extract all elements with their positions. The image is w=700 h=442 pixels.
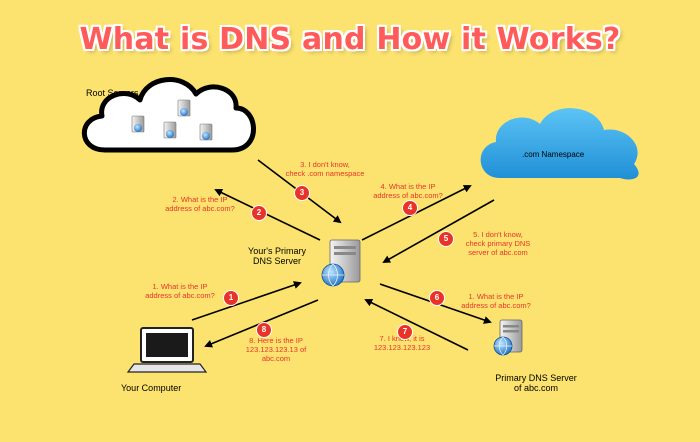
- your-computer-label: Your Computer: [121, 383, 182, 393]
- step-8-line1: 8. Here is the IP: [249, 336, 303, 345]
- root-servers-label: Root Servers: [86, 88, 139, 98]
- step-3-line2: check .com namespace: [285, 169, 365, 178]
- step-7-badge: 7: [397, 324, 413, 340]
- step-8-label: 8. Here is the IP 123.123.123.13 of abc.…: [226, 336, 326, 363]
- arrow-step-5: [382, 199, 495, 263]
- step-2-badge: 2: [251, 205, 267, 221]
- step-4-label: 4. What is the IP address of abc.com?: [358, 182, 458, 200]
- step-3-badge: 3: [294, 185, 310, 201]
- step-6-line2: address of abc.com?: [461, 301, 531, 310]
- step-4-badge: 4: [402, 200, 418, 216]
- arrow-step-1: [191, 281, 302, 321]
- step-5-badge: 5: [438, 231, 454, 247]
- step-6-line1: 1. What is the IP: [468, 292, 524, 301]
- step-2-line2: address of abc.com?: [165, 204, 235, 213]
- laptop-icon: [126, 327, 208, 373]
- step-2-line1: 2. What is the IP: [172, 195, 228, 204]
- step-1-badge: 1: [223, 290, 239, 306]
- com-namespace-label: .com Namespace: [522, 150, 585, 159]
- step-3-label: 3. I don't know, check .com namespace: [270, 160, 380, 178]
- primary-dns-label-line2: DNS Server: [252, 256, 301, 266]
- step-4-line2: address of abc.com?: [373, 191, 443, 200]
- root-server-icon-4: [199, 123, 213, 141]
- step-1-label: 1. What is the IP address of abc.com?: [130, 282, 230, 300]
- step-5-line2: check primary DNS: [465, 239, 531, 248]
- step-1-line2: address of abc.com?: [145, 291, 215, 300]
- abc-dns-server-icon: [493, 319, 523, 356]
- step-6-label: 1. What is the IP address of abc.com?: [446, 292, 546, 310]
- step-5-label: 5. I don't know, check primary DNS serve…: [448, 230, 548, 257]
- arrow-step-7: [364, 299, 469, 351]
- abc-dns-label: Primary DNS Server of abc.com: [476, 373, 596, 393]
- step-5-line1: 5. I don't know,: [473, 230, 523, 239]
- step-3-line1: 3. I don't know,: [300, 160, 350, 169]
- primary-dns-label-line1: Your's Primary: [248, 246, 306, 256]
- abc-dns-label-line1: Primary DNS Server: [495, 373, 577, 383]
- step-6-badge: 6: [429, 290, 445, 306]
- root-server-icon-1: [177, 99, 191, 117]
- page-title: What is DNS and How it Works?: [79, 22, 621, 57]
- abc-dns-label-line2: of abc.com: [513, 383, 559, 393]
- root-server-icon-2: [131, 115, 145, 133]
- root-server-icon-3: [163, 121, 177, 139]
- step-8-line2: 123.123.123.13 of: [245, 345, 307, 354]
- arrow-step-2: [214, 188, 321, 241]
- step-8-line3: abc.com: [261, 354, 291, 363]
- step-2-label: 2. What is the IP address of abc.com?: [150, 195, 250, 213]
- primary-dns-server-icon: [321, 239, 361, 287]
- com-namespace-cloud-icon: [480, 108, 639, 180]
- step-8-badge: 8: [256, 322, 272, 338]
- step-4-line1: 4. What is the IP: [380, 182, 436, 191]
- step-5-line3: server of abc.com: [468, 248, 528, 257]
- step-1-line1: 1. What is the IP: [152, 282, 208, 291]
- primary-dns-label: Your's Primary DNS Server: [222, 246, 332, 266]
- step-7-line2: 123.123.123.123: [373, 343, 431, 352]
